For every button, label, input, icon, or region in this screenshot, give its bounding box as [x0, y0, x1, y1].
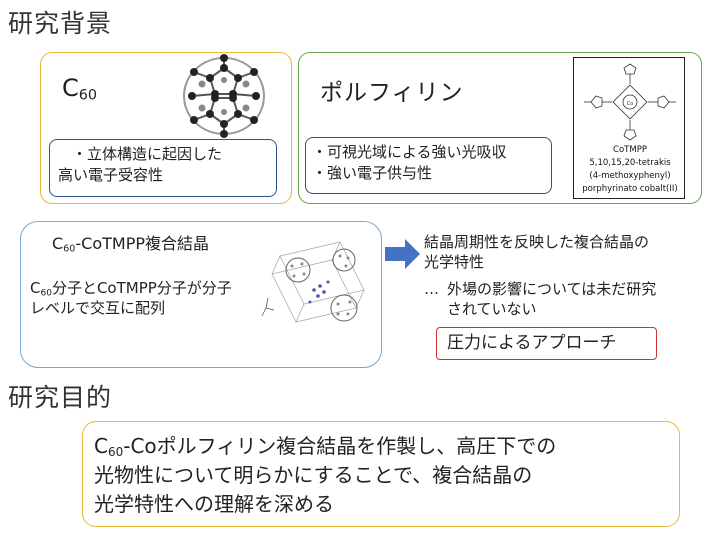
- arrow-right-icon: [385, 239, 420, 269]
- crystal-description-line1: C60分子とCoTMPP分子が分子: [30, 279, 232, 299]
- goal-line1: C60-Coポルフィリン複合結晶を作製し、高圧下での: [94, 434, 557, 459]
- crystal-title: C60-CoTMPP複合結晶: [52, 234, 210, 255]
- goal-line2: 光物性について明らかにすることで、複合結晶の: [94, 463, 533, 487]
- pressure-approach-box: 圧力によるアプローチ: [436, 327, 657, 360]
- goal-line3: 光学特性への理解を深める: [94, 492, 334, 516]
- cotmpp-caption-4: porphyrinato cobalt(II): [582, 184, 678, 194]
- c60-panel: [40, 52, 292, 204]
- heading-background: 研究背景: [8, 9, 113, 38]
- porphyrin-property-line1: ・可視光域による強い光吸収: [312, 143, 507, 161]
- crystal-structure-image: [261, 241, 365, 323]
- optical-note-line2: 光学特性: [424, 253, 485, 271]
- cotmpp-caption-2: 5,10,15,20-tetrakis: [589, 158, 671, 168]
- c60-property-box: ・立体構造に起因した 高い電子受容性: [49, 139, 277, 197]
- porphyrin-label: ポルフィリン: [320, 80, 464, 106]
- goal-panel: [82, 421, 680, 527]
- c60-molecule-image: [183, 54, 265, 138]
- cotmpp-caption-1: CoTMPP: [613, 145, 647, 155]
- crystal-panel: [20, 221, 382, 368]
- goal-text: C60-Coポルフィリン複合結晶を作製し、高圧下での 光物性について明らかにする…: [94, 432, 674, 519]
- external-field-line2: されていない: [447, 300, 537, 318]
- optical-property-note: 結晶周期性を反映した複合結晶の 光学特性: [424, 232, 714, 272]
- porphyrin-panel: [298, 52, 702, 204]
- svg-text:Co: Co: [627, 101, 634, 107]
- crystal-description-line2: レベルで交互に配列: [30, 299, 166, 317]
- crystal-description: C60分子とCoTMPP分子が分子 レベルで交互に配列: [30, 278, 264, 318]
- cotmpp-structure-card: Co CoTMPP 5,10,15,20-tetrakis (4-methoxy…: [573, 57, 685, 199]
- cotmpp-caption-3: (4-methoxyphenyl): [589, 171, 671, 181]
- optical-note-line1: 結晶周期性を反映した複合結晶の: [424, 233, 650, 251]
- porphyrin-property-line2: ・強い電子供与性: [312, 164, 433, 182]
- c60-label: C60: [62, 74, 98, 104]
- porphyrin-property-box: ・可視光域による強い光吸収 ・強い電子供与性: [305, 137, 552, 194]
- c60-property-line2: 高い電子受容性: [58, 166, 164, 184]
- external-field-note: 外場の影響については未だ研究 されていない: [447, 279, 712, 319]
- external-field-line1: 外場の影響については未だ研究: [447, 280, 657, 298]
- c60-property-line1: ・立体構造に起因した: [72, 145, 223, 163]
- cotmpp-structure-icon: Co: [584, 63, 676, 141]
- note-bullet: …: [424, 280, 439, 298]
- heading-purpose: 研究目的: [8, 383, 113, 412]
